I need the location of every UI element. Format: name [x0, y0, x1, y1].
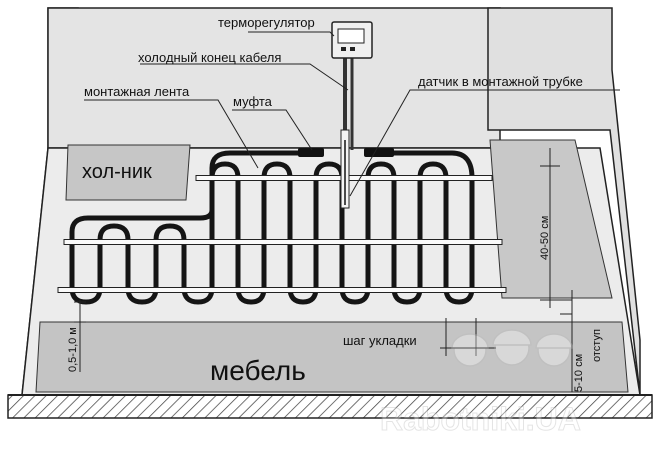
dimension-lines: [74, 148, 573, 392]
coupling-right: [364, 148, 394, 157]
label-gap-05-10: 0,5-1,0 м: [67, 327, 79, 372]
label-offset: отступ: [591, 329, 603, 362]
watermark: Rabotniki.UA: [380, 329, 581, 438]
thermostat-icon: [331, 21, 373, 59]
label-furniture: мебель: [210, 355, 306, 386]
fridge-zone: [65, 144, 191, 201]
label-thermostat: терморегулятор: [218, 15, 315, 30]
label-gap-40-50: 40-50 см: [539, 216, 551, 260]
mounting-tape-3: [57, 287, 507, 293]
label-sensor: датчик в монтажной трубке: [418, 74, 583, 89]
right-offset-zone: [489, 139, 613, 299]
leader-lines: [84, 31, 620, 197]
label-fridge: хол-ник: [82, 161, 152, 183]
label-gap-5-10: 5-10 см: [573, 354, 585, 392]
label-coupling: муфта: [233, 94, 273, 109]
mounting-tape-2: [63, 239, 503, 245]
furniture-zone: [35, 321, 629, 393]
worker-helmet-icon: [451, 329, 573, 367]
coupling-left: [298, 148, 324, 157]
label-tape: монтажная лента: [84, 84, 190, 99]
label-cold-end: холодный конец кабеля: [138, 50, 281, 65]
watermark-text: Rabotniki.UA: [380, 401, 581, 437]
right-wall: [487, 7, 641, 396]
label-pitch: шаг укладки: [343, 333, 417, 348]
